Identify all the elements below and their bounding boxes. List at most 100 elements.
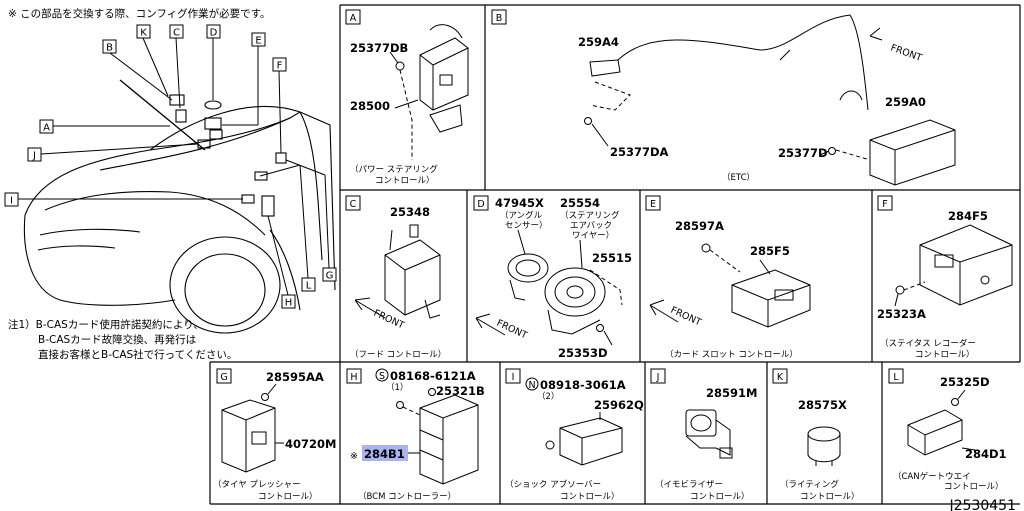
callout-E: E	[222, 32, 266, 126]
svg-text:25321B: 25321B	[436, 384, 485, 398]
svg-text:（2）: （2）	[537, 391, 559, 402]
svg-text:28597A: 28597A	[675, 219, 724, 233]
callout-G: G	[285, 159, 337, 282]
svg-text:I: I	[512, 372, 515, 383]
panel-I: I N 08918-3061A （2） 25962Q （ショック アブソーバー …	[505, 368, 644, 502]
svg-text:25515: 25515	[592, 251, 632, 265]
svg-text:（CANゲートウエイ: （CANゲートウエイ	[893, 471, 971, 482]
svg-text:（ステイタス レコーダー: （ステイタス レコーダー	[880, 338, 976, 349]
svg-text:N: N	[528, 380, 535, 391]
svg-text:ワイヤー）: ワイヤー）	[572, 230, 614, 241]
svg-text:I: I	[10, 196, 13, 207]
svg-text:25554: 25554	[560, 196, 600, 210]
svg-text:L: L	[893, 372, 899, 383]
svg-text:（イモビライザー: （イモビライザー	[655, 479, 723, 490]
svg-text:コントロール）: コントロール）	[560, 491, 620, 502]
svg-text:（ステアリング: （ステアリング	[560, 210, 620, 221]
svg-text:コントロール）: コントロール）	[944, 481, 1004, 492]
header-note: ※ この部品を交換する際、コンフィグ作業が必要です。	[8, 7, 271, 20]
callout-F: F	[272, 57, 287, 154]
svg-text:47945X: 47945X	[495, 196, 544, 210]
svg-text:284B1: 284B1	[364, 447, 405, 461]
panel-D: D 47945X （アングル センサー） 25554 （ステアリング エアバック…	[473, 195, 632, 360]
svg-text:284F5: 284F5	[948, 209, 988, 223]
svg-text:エアバック: エアバック	[570, 221, 612, 231]
svg-text:E: E	[255, 36, 261, 47]
svg-text:A: A	[43, 123, 50, 134]
panel-J: J 28591M （イモビライザー コントロール）	[650, 368, 757, 502]
svg-text:L: L	[306, 281, 312, 292]
svg-text:25353D: 25353D	[558, 346, 608, 360]
svg-text:H: H	[350, 372, 357, 383]
svg-text:F: F	[277, 61, 283, 72]
svg-text:25323A: 25323A	[877, 307, 926, 321]
svg-text:25377DA: 25377DA	[610, 145, 669, 159]
callout-D: D	[206, 24, 221, 100]
highlight-284B1	[362, 445, 408, 461]
svg-text:（アングル: （アングル	[500, 210, 543, 221]
svg-text:259A0: 259A0	[885, 95, 926, 109]
svg-text:FRONT: FRONT	[495, 318, 529, 342]
footnote: 注1）B-CASカード使用許諾契約により、 B-CASカード故障交換、再発行は …	[8, 318, 237, 361]
svg-text:（ライティング: （ライティング	[780, 479, 839, 490]
svg-text:F: F	[882, 199, 887, 210]
svg-text:センサー）: センサー）	[505, 220, 548, 231]
svg-text:注1）B-CASカード使用許諾契約により、: 注1）B-CASカード使用許諾契約により、	[8, 318, 204, 331]
svg-text:コントロール）: コントロール）	[375, 175, 435, 186]
svg-text:（1）: （1）	[386, 382, 408, 393]
svg-text:25377DB: 25377DB	[350, 41, 408, 55]
svg-text:25348: 25348	[390, 205, 430, 219]
panel-F: F 284F5 25323A （ステイタス レコーダー コントロール）	[877, 195, 1013, 360]
svg-text:J: J	[32, 151, 36, 162]
callout-A: A	[39, 119, 170, 134]
svg-text:28595AA: 28595AA	[266, 370, 324, 384]
svg-text:（カード スロット コントロール）: （カード スロット コントロール）	[665, 349, 798, 360]
panel-E: E 28597A 285F5 FRONT （カード スロット コントロール）	[645, 195, 811, 360]
svg-text:S: S	[379, 371, 385, 382]
overview-callouts: A B C D E F G	[4, 24, 337, 309]
callout-J: J	[27, 143, 199, 162]
svg-text:K: K	[140, 28, 147, 39]
panel-grid	[209, 4, 1021, 505]
svg-text:40720M: 40720M	[285, 437, 336, 451]
callout-H: H	[267, 215, 296, 309]
svg-text:K: K	[777, 372, 784, 383]
svg-text:コントロール）: コントロール）	[690, 491, 750, 502]
svg-text:（ETC）: （ETC）	[722, 172, 755, 183]
svg-text:直接お客様とB-CAS社で行ってください。: 直接お客様とB-CAS社で行ってください。	[38, 348, 237, 361]
svg-text:D: D	[477, 199, 484, 210]
panel-A: A 25377DB 28500 （パワー ステアリング コントロール）	[345, 9, 469, 186]
svg-text:H: H	[285, 298, 293, 309]
drawing-number: J2530451	[949, 498, 1016, 511]
svg-text:A: A	[350, 13, 357, 24]
panel-K: K 28575X （ライティング コントロール）	[772, 368, 860, 502]
svg-text:G: G	[326, 271, 334, 282]
svg-text:28591M: 28591M	[706, 386, 757, 400]
svg-text:D: D	[210, 28, 218, 39]
svg-text:※: ※	[350, 451, 358, 462]
panel-B: B 259A4 25377DA 259A0 25377D FRONT （ETC）	[491, 9, 956, 186]
svg-text:B: B	[496, 13, 503, 24]
panel-C: C 25348 FRONT （フード コントロール）	[345, 195, 446, 360]
svg-text:コントロール）: コントロール）	[800, 491, 860, 502]
svg-text:（BCM コントローラー）: （BCM コントローラー）	[358, 491, 456, 502]
svg-text:28500: 28500	[350, 99, 390, 113]
svg-text:285F5: 285F5	[750, 244, 790, 258]
svg-text:08168-6121A: 08168-6121A	[390, 369, 476, 383]
svg-text:コントロール）: コントロール）	[915, 349, 975, 360]
svg-text:J: J	[656, 372, 660, 383]
panel-H: H S 08168-6121A （1） 25321B ※ 284B1 （BCM …	[346, 368, 485, 502]
callout-L: L	[259, 164, 316, 292]
svg-text:25377D: 25377D	[778, 146, 828, 160]
svg-text:25325D: 25325D	[940, 375, 990, 389]
panel-G: G 28595AA 40720M （タイヤ プレッシャー コントロール）	[213, 368, 336, 502]
svg-text:（パワー ステアリング: （パワー ステアリング	[350, 164, 438, 175]
svg-text:08918-3061A: 08918-3061A	[540, 378, 626, 392]
svg-text:コントロール）: コントロール）	[258, 491, 318, 502]
svg-text:（タイヤ プレッシャー: （タイヤ プレッシャー	[213, 479, 300, 490]
svg-text:G: G	[220, 372, 227, 383]
svg-text:C: C	[350, 199, 357, 210]
svg-text:259A4: 259A4	[578, 35, 619, 49]
svg-text:B: B	[106, 43, 113, 54]
